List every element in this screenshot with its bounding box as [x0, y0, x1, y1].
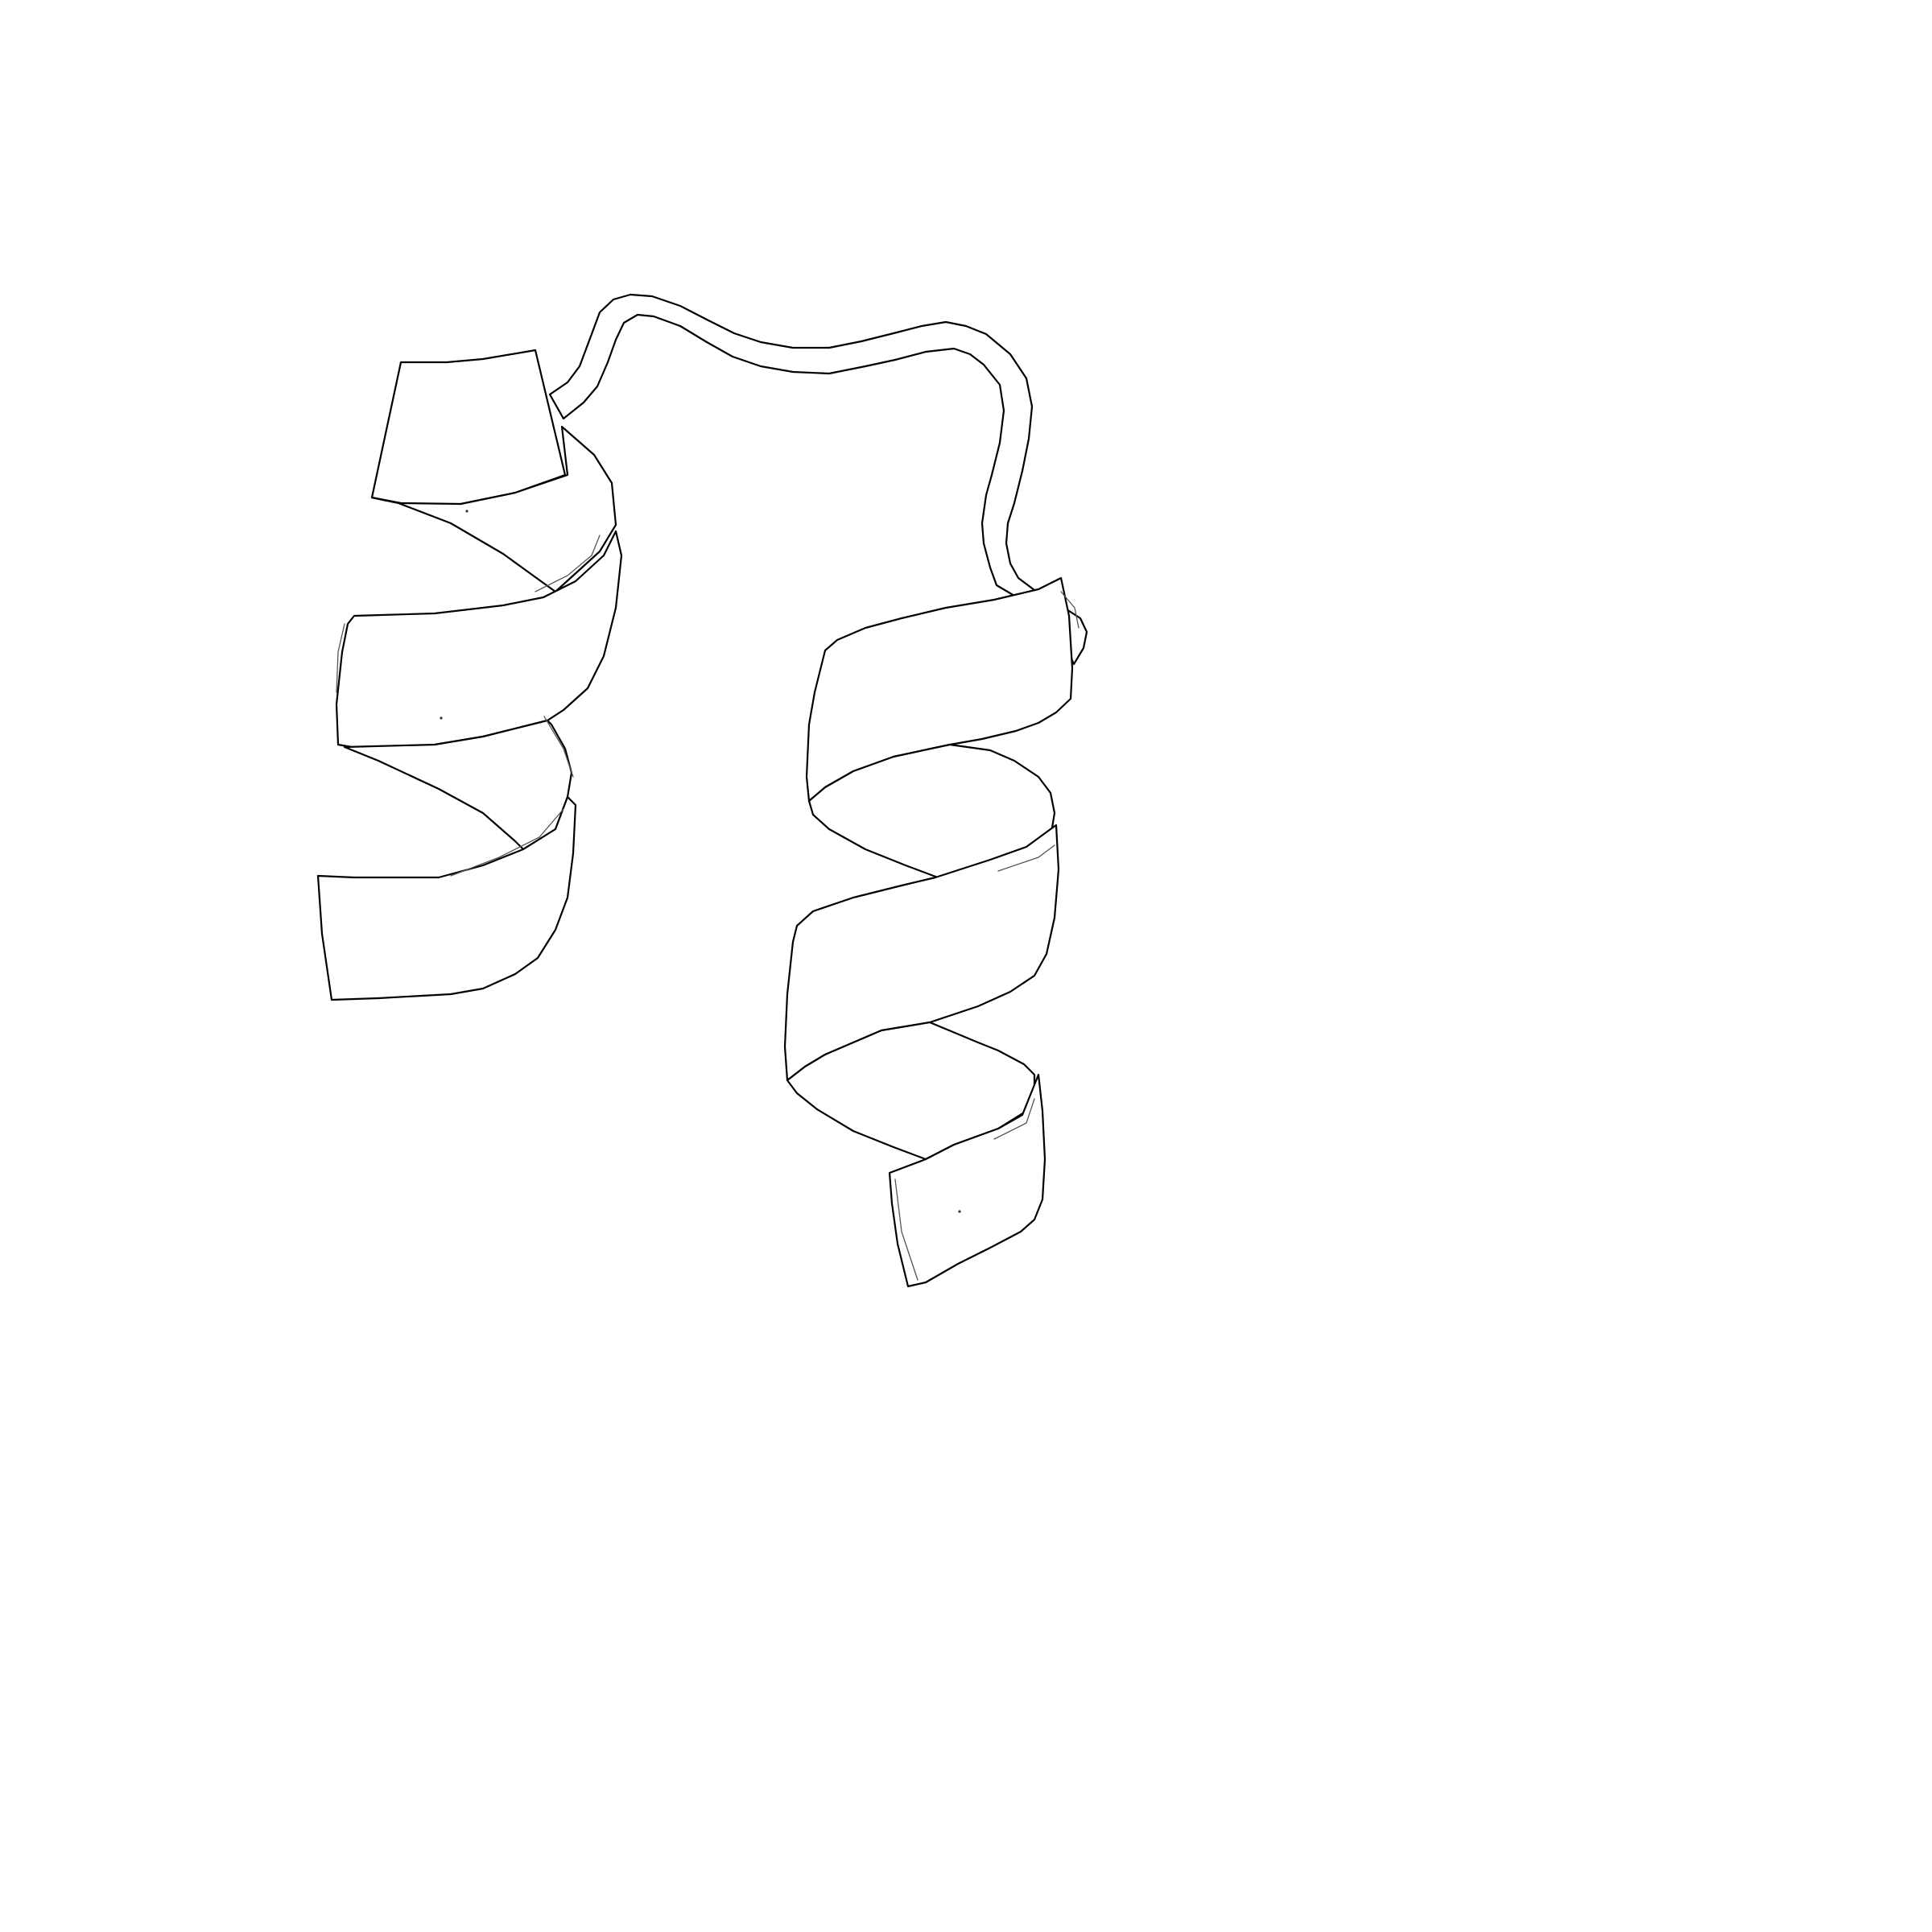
helix-1-start-cap [370, 349, 567, 506]
helix-1-front-band-2 [316, 795, 577, 1001]
helix-1-edge-3 [336, 623, 345, 693]
helix-1-edge-1 [535, 535, 601, 592]
helix-2-back-band-1 [807, 743, 1056, 879]
helix-2-mark-1 [958, 1210, 961, 1213]
loop-coil [548, 293, 1088, 666]
helix-1-mark-1 [465, 510, 469, 513]
helix-2-edge-1 [997, 844, 1055, 872]
helix-2-end-cap [888, 1073, 1046, 1288]
helix-2 [783, 576, 1080, 1288]
helix-2-edge-4 [1060, 591, 1080, 629]
helix-1-edge-4 [450, 808, 564, 877]
helix-1 [316, 349, 623, 1001]
helix-2-start-cap [805, 576, 1074, 803]
helix-1-front-band-1 [335, 530, 623, 752]
helix-2-edge-3 [894, 1179, 919, 1281]
helix-1-edge-2 [543, 716, 574, 778]
helix-2-edge-2 [993, 1098, 1035, 1140]
helix-1-mark-2 [440, 716, 443, 720]
